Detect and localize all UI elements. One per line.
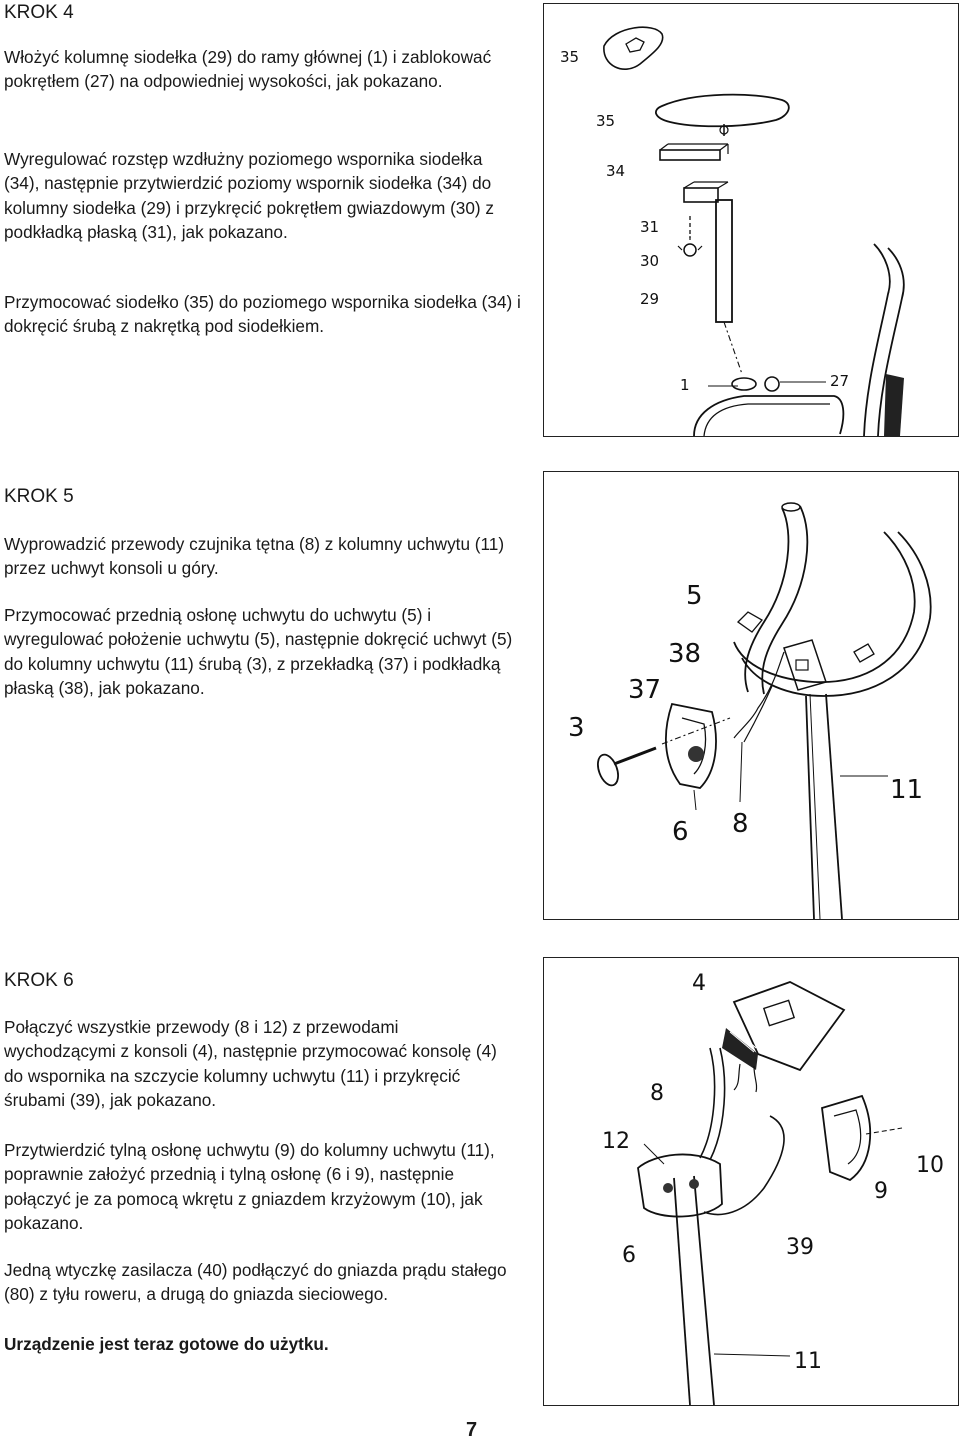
label-39: 39 <box>786 1235 814 1260</box>
label-8: 8 <box>650 1081 664 1106</box>
label-3: 3 <box>568 713 585 743</box>
step4-paragraph-2: Wyregulować rozstęp wzdłużny poziomego w… <box>4 149 495 242</box>
label-12: 12 <box>602 1129 630 1154</box>
label-11: 11 <box>890 775 923 805</box>
label-37: 37 <box>628 675 661 705</box>
step4-paragraph-3: Przymocować siodełko (35) do poziomego w… <box>4 292 521 337</box>
label-4: 4 <box>692 971 706 996</box>
step5-paragraph-2: Przymocować przednią osłonę uchwytu do u… <box>4 605 513 698</box>
step6-figure: 4 8 12 10 9 6 39 11 <box>543 957 959 1406</box>
step6-final-note: Urządzenie jest teraz gotowe do użytku. <box>4 1334 329 1354</box>
label-8: 8 <box>732 809 749 839</box>
label-6: 6 <box>622 1243 636 1268</box>
label-35: 35 <box>596 112 615 130</box>
label-27: 27 <box>830 372 849 390</box>
label-30: 30 <box>640 252 659 270</box>
step6-heading: KROK 6 <box>4 970 74 991</box>
step4-paragraph-1: Włożyć kolumnę siodełka (29) do ramy głó… <box>4 47 492 92</box>
step5-figure: 5 38 37 3 11 6 8 <box>543 471 959 920</box>
label-1: 1 <box>680 376 690 394</box>
label-38: 38 <box>668 639 701 669</box>
step5-paragraph-1: Wyprowadzić przewody czujnika tętna (8) … <box>4 534 505 579</box>
step5-heading: KROK 5 <box>4 486 74 507</box>
label-6: 6 <box>672 817 689 847</box>
step6-paragraph-2: Przytwierdzić tylną osłonę uchwytu (9) d… <box>4 1140 495 1233</box>
label-5: 5 <box>686 581 703 611</box>
label-35-top: 35 <box>560 48 579 66</box>
label-29: 29 <box>640 290 659 308</box>
label-10: 10 <box>916 1153 944 1178</box>
step4-heading: KROK 4 <box>4 2 74 23</box>
label-31: 31 <box>640 218 659 236</box>
step6-paragraph-1: Połączyć wszystkie przewody (8 i 12) z p… <box>4 1017 497 1110</box>
handlebar-assembly-drawing: 5 38 37 3 11 6 8 <box>568 502 932 920</box>
step6-paragraph-3: Jedną wtyczkę zasilacza (40) podłączyć d… <box>4 1260 507 1305</box>
label-9: 9 <box>874 1179 888 1204</box>
seat-assembly-drawing: 35 35 34 31 30 29 1 27 <box>560 26 905 437</box>
console-assembly-drawing: 4 8 12 10 9 6 39 11 <box>602 971 944 1406</box>
page-number: 7 <box>466 1419 478 1441</box>
label-11: 11 <box>794 1349 822 1374</box>
step4-figure: 35 35 34 31 30 29 1 27 <box>543 3 959 437</box>
label-34: 34 <box>606 162 625 180</box>
